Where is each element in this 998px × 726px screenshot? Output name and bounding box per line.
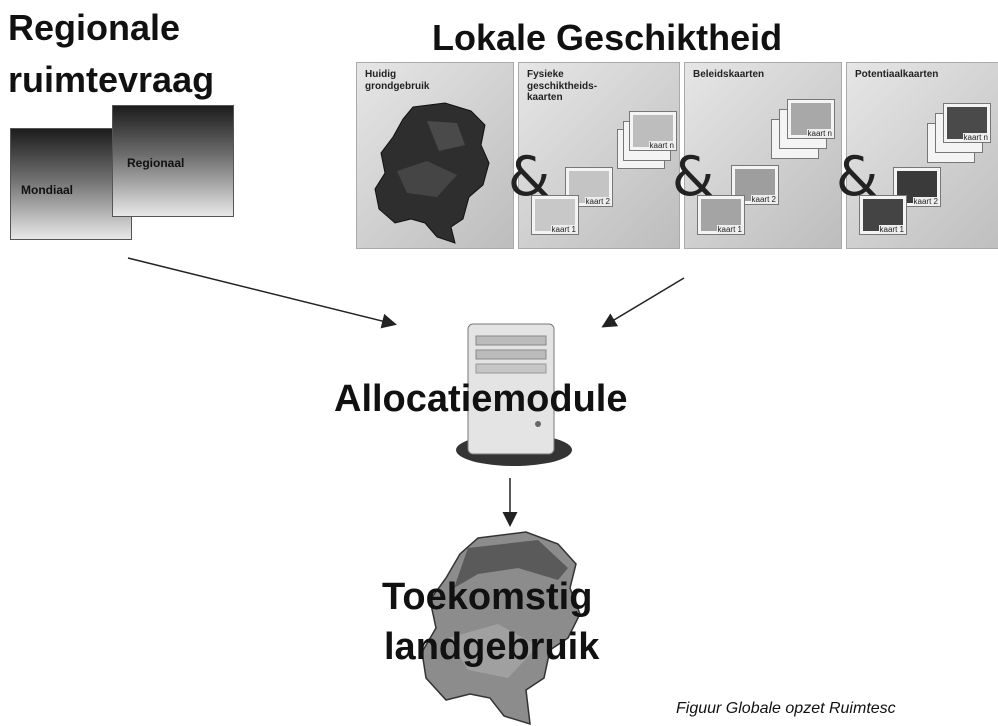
fysiek-kaart-1-card: kaart 1 — [531, 195, 579, 235]
card-label-2: kaart 2 — [912, 197, 939, 206]
beleid-kaart-n-card: kaart n — [787, 99, 835, 139]
regionaal-label: Regionaal — [127, 156, 185, 170]
card-label-2: kaart 2 — [584, 197, 611, 206]
title-landgebruik: landgebruik — [384, 626, 600, 668]
future-landuse-map-icon — [421, 531, 581, 726]
panel-title-potentiaal: Potentiaalkaarten — [855, 69, 939, 80]
potentiaal-kaart-n-card: kaart n — [943, 103, 991, 143]
panel-fysieke-geschiktheidskaarten: Fysieke geschiktheids- kaarten kaart n k… — [518, 62, 680, 249]
arrow-demand-to-allocation — [127, 257, 397, 329]
panel-title-fysieke: Fysieke geschiktheids- kaarten — [527, 69, 598, 103]
card-label-n: kaart n — [648, 141, 675, 150]
ampersand-3: & — [836, 145, 879, 208]
title-ruimtevraag: ruimtevraag — [8, 59, 215, 100]
card-label-1: kaart 1 — [550, 225, 577, 234]
card-label-n: kaart n — [806, 129, 833, 138]
title-lokale-geschiktheid: Lokale Geschiktheid — [432, 17, 783, 58]
mondiaal-label: Mondiaal — [21, 183, 74, 197]
panel-huidig-grondgebruik: Huidig grondgebruik — [356, 62, 514, 249]
panel-title-beleids: Beleidskaarten — [693, 69, 765, 80]
panel-title-huidig: Huidig grondgebruik — [365, 69, 430, 92]
ampersand-1: & — [508, 145, 551, 208]
title-toekomstig: Toekomstig — [382, 576, 593, 618]
card-label-1: kaart 1 — [878, 225, 905, 234]
panel-potentiaalkaarten: Potentiaalkaarten kaart n kaart 2 kaart … — [846, 62, 998, 249]
fysiek-kaart-2-card: kaart 2 — [565, 167, 613, 207]
card-label-2: kaart 2 — [750, 195, 777, 204]
computer-tower-icon — [456, 323, 572, 466]
fysiek-kaart-n-card: kaart n — [629, 111, 677, 151]
beleid-kaart-1-card: kaart 1 — [697, 195, 745, 235]
arrow-suitability-to-allocation — [601, 277, 685, 328]
panel-beleidskaarten: Beleidskaarten kaart n kaart 2 kaart 1 — [684, 62, 842, 249]
card-label-n: kaart n — [962, 133, 989, 142]
title-regionale: Regionale — [8, 7, 181, 48]
regionaal-box: Regionaal — [112, 105, 234, 217]
ampersand-2: & — [672, 145, 715, 208]
title-allocatiemodule: Allocatiemodule — [334, 378, 628, 420]
netherlands-map-icon — [374, 102, 490, 244]
figure-caption: Figuur Globale opzet Ruimtesc — [676, 700, 896, 717]
card-label-1: kaart 1 — [716, 225, 743, 234]
potentiaal-kaart-1-card: kaart 1 — [859, 195, 907, 235]
mondiaal-box: Mondiaal — [10, 128, 132, 240]
